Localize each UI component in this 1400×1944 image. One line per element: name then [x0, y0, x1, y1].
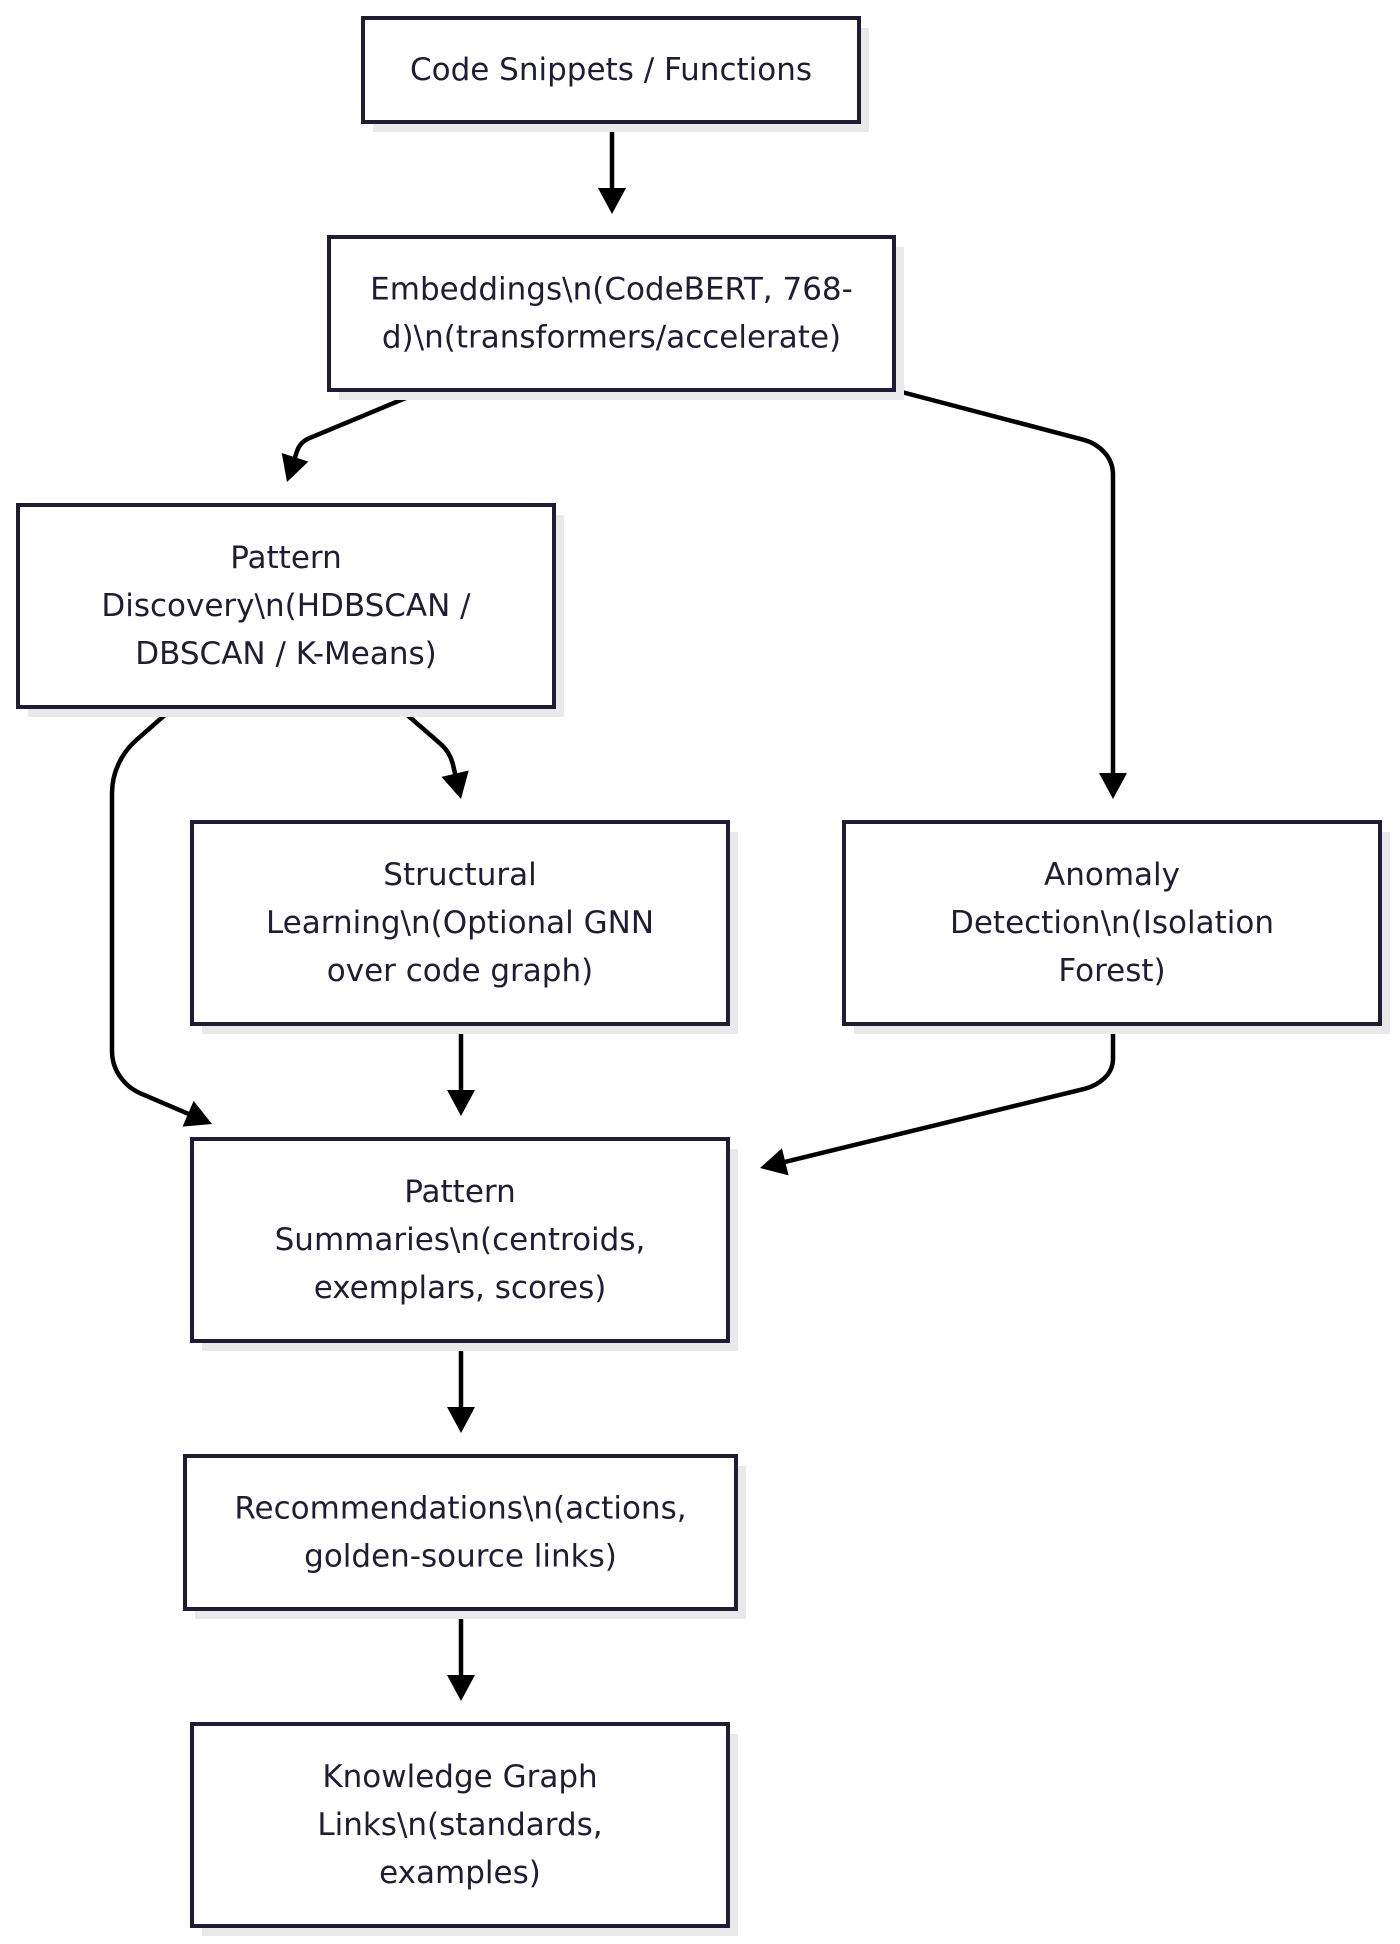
- node-label-line: Forest): [1058, 953, 1165, 989]
- nodes-layer: Code Snippets / FunctionsEmbeddings\n(Co…: [16, 16, 1390, 1936]
- arrowhead: [182, 1100, 212, 1127]
- arrowhead: [760, 1148, 789, 1176]
- arrowhead: [447, 1090, 475, 1116]
- edge-line: [109, 704, 195, 1118]
- edge-structural-to-summaries: [447, 1021, 475, 1116]
- edge-embed-to-anomaly: [891, 387, 1127, 799]
- node-box: [327, 235, 896, 392]
- node-box: [190, 1137, 730, 1343]
- edge-line: [779, 1021, 1116, 1166]
- node-label-line: Discovery\n(HDBSCAN /: [101, 588, 471, 624]
- edge-anomaly-to-summaries: [760, 1021, 1116, 1176]
- arrowhead: [281, 452, 309, 482]
- node-label-line: Knowledge Graph: [322, 1759, 597, 1795]
- arrowhead: [1099, 773, 1127, 799]
- node-recs: Recommendations\n(actions, golden-source …: [183, 1454, 746, 1619]
- edge-line: [291, 387, 428, 464]
- edge-recs-to-kg: [447, 1606, 475, 1701]
- edge-embed-to-pattern: [281, 387, 428, 482]
- node-box: [361, 16, 861, 124]
- edge-line: [891, 387, 1116, 780]
- arrowhead: [447, 1407, 475, 1433]
- node-label-line: Recommendations\n(actions,: [234, 1491, 686, 1527]
- node-label-line: exemplars, scores): [314, 1270, 607, 1306]
- node-label-line: DBSCAN / K-Means): [135, 636, 436, 672]
- edge-summaries-to-recs: [447, 1338, 475, 1433]
- arrowhead: [441, 770, 469, 799]
- node-label-line: d)\n(transformers/accelerate): [382, 320, 841, 356]
- node-box: [16, 503, 556, 709]
- node-box: [190, 820, 730, 1026]
- node-label-line: Summaries\n(centroids,: [275, 1222, 646, 1258]
- node-label-line: over code graph): [327, 953, 593, 989]
- edge-code-to-embed: [598, 119, 626, 214]
- edges-layer: [109, 119, 1127, 1701]
- node-label-line: Detection\n(Isolation: [950, 905, 1274, 941]
- node-box: [190, 1722, 730, 1928]
- arrowhead: [447, 1675, 475, 1701]
- node-embed: Embeddings\n(CodeBERT, 768- d)\n(transfor…: [327, 235, 904, 400]
- edge-pattern-to-summaries: [109, 704, 212, 1127]
- node-box: [183, 1454, 738, 1611]
- node-code: Code Snippets / Functions: [361, 16, 869, 132]
- node-label-line: examples): [379, 1855, 541, 1891]
- node-label-line: Structural: [383, 857, 536, 893]
- node-label-line: Embeddings\n(CodeBERT, 768-: [370, 272, 853, 308]
- node-label-line: Pattern: [230, 540, 342, 576]
- edge-line: [395, 704, 459, 780]
- node-label-line: Pattern: [404, 1174, 516, 1210]
- node-box: [842, 820, 1382, 1026]
- arrowhead: [598, 188, 626, 214]
- node-label-line: Anomaly: [1044, 857, 1180, 893]
- node-label-line: Learning\n(Optional GNN: [266, 905, 654, 941]
- node-label-line: golden-source links): [304, 1539, 617, 1575]
- node-label-line: Code Snippets / Functions: [410, 52, 812, 88]
- node-label-line: Links\n(standards,: [317, 1807, 602, 1843]
- edge-pattern-to-structural: [395, 704, 469, 799]
